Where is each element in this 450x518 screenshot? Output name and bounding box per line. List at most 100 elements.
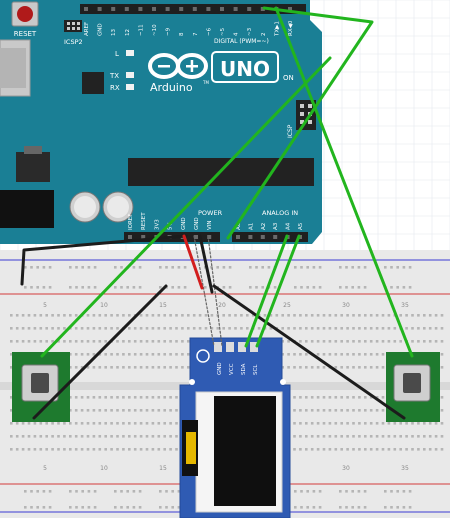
breadboard-hole [334,396,338,399]
breadboard-hole [120,286,123,289]
header-pin [260,235,265,239]
breadboard-hole [399,435,402,438]
breadboard-hole [246,327,249,330]
breadboard-hole [387,422,391,425]
breadboard-hole [222,266,226,269]
breadboard-hole [51,340,54,343]
breadboard-hole [411,340,414,343]
breadboard-hole [98,435,102,438]
breadboard-hole [45,448,48,451]
breadboard-hole [30,490,33,493]
breadboard-hole [293,314,296,317]
breadboard-hole [234,314,237,317]
breadboard-hole [405,314,408,317]
breadboard-hole [381,353,385,356]
breadboard-hole [293,366,296,369]
breadboard-hole [408,266,412,269]
breadboard-hole [138,266,142,269]
oled-pin-label: GND [217,362,223,375]
breadboard-hole [316,396,320,399]
breadboard-hole [175,340,178,343]
analog-header [232,232,308,242]
breadboard-hole [345,266,348,269]
breadboard-hole [351,286,354,289]
breadboard-hole [169,448,172,451]
breadboard-hole [74,396,78,399]
breadboard-hole [27,314,31,317]
breadboard-hole [157,353,161,356]
breadboard-hole [69,286,72,289]
breadboard-hole [402,286,406,289]
breadboard-hole [30,286,33,289]
breadboard-hole [120,490,123,493]
breadboard-hole [116,409,119,412]
breadboard-hole [145,396,149,399]
breadboard-hole [104,396,107,399]
breadboard-hole [387,448,391,451]
breadboard-hole [216,266,219,269]
breadboard-hole [81,286,84,289]
breadboard-hole [133,327,137,330]
oled-logo-icon [196,349,210,363]
breadboard-hole [110,353,113,356]
breadboard-hole [358,435,361,438]
breadboard-hole [169,435,172,438]
breadboard-hole [93,266,97,269]
pin-label: A0 [236,222,242,230]
breadboard-hole [48,286,52,289]
breadboard-hole [358,396,361,399]
breadboard-hole [151,422,155,425]
breadboard-hole [169,366,172,369]
breadboard-hole [440,353,444,356]
breadboard-hole [364,409,367,412]
breadboard-hole [387,340,391,343]
breadboard-hole [177,490,181,493]
breadboard-hole [122,353,125,356]
breadboard-hole [139,327,143,330]
breadboard-hole [110,396,113,399]
breadboard-hole [15,448,19,451]
breadboard-hole [145,409,149,412]
breadboard-hole [145,353,149,356]
breadboard-hole [104,409,107,412]
breadboard-hole [287,366,290,369]
breadboard-hole [116,366,119,369]
row-number: 15 [159,302,167,309]
breadboard-hole [157,448,161,451]
breadboard-hole [369,422,373,425]
breadboard-hole [110,409,113,412]
breadboard-hole [369,366,373,369]
breadboard-hole [340,396,343,399]
breadboard-hole [339,490,342,493]
breadboard-hole [411,448,414,451]
breadboard-hole [318,266,322,269]
breadboard-hole [116,396,119,399]
wire-button-left-signal [40,56,332,358]
breadboard-hole [204,327,208,330]
breadboard-hole [358,409,361,412]
analog-header-label: ANALOG IN [262,209,298,217]
pin-label: RX◀0 [288,20,294,36]
trademark-text: TM [202,80,209,85]
breadboard-hole [21,448,25,451]
breadboard-hole [339,286,342,289]
breadboard-hole [339,266,342,269]
breadboard-hole [198,327,202,330]
header-pin [192,7,197,11]
breadboard-hole [39,448,43,451]
wire-ghost-gnd [193,235,215,347]
breadboard-hole [210,327,214,330]
breadboard-hole [10,366,13,369]
breadboard-hole [132,490,136,493]
breadboard-hole [104,353,107,356]
breadboard-hole [346,409,349,412]
breadboard-hole [42,490,46,493]
breadboard-hole [363,266,367,269]
breadboard-hole [402,506,406,509]
breadboard-hole [75,266,78,269]
header-pin [220,7,224,11]
breadboard-hole [299,422,302,425]
brand-text: Arduino [150,81,193,94]
wire-button-right-signal [274,6,414,358]
